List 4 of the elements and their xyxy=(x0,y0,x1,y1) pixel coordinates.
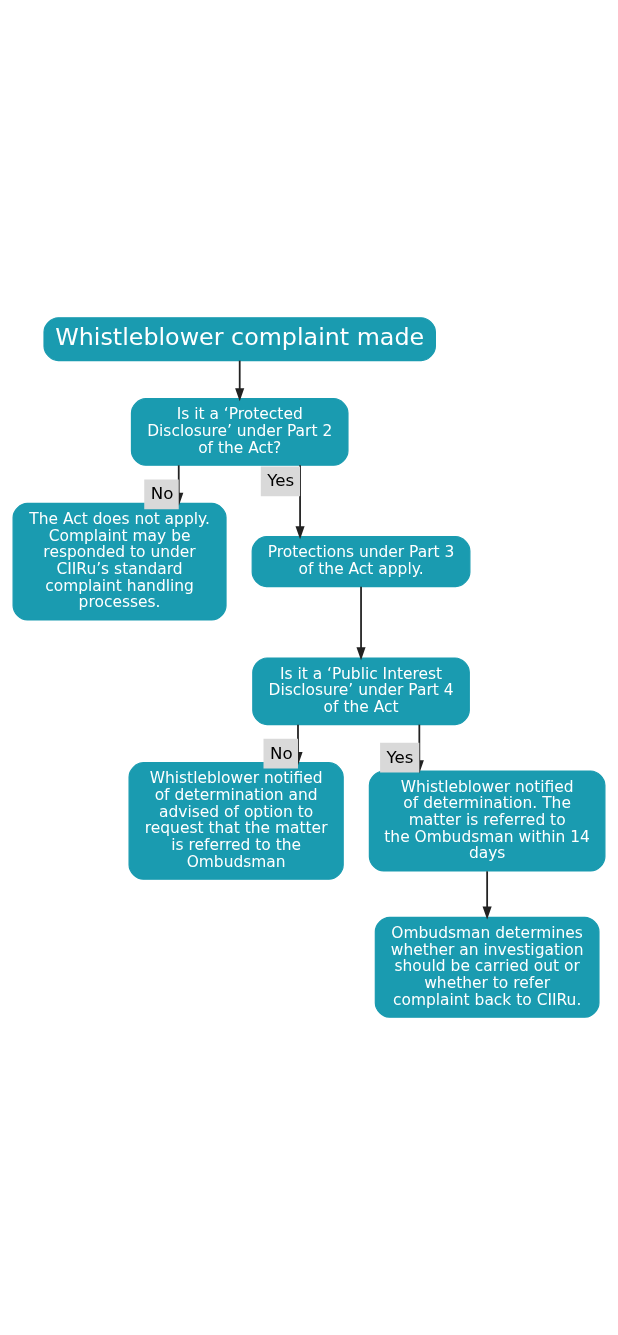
edge-label: Yes xyxy=(386,747,414,767)
edge-label: No xyxy=(270,743,293,763)
edge-label: No xyxy=(150,484,174,504)
edge-label: Yes xyxy=(267,471,295,491)
